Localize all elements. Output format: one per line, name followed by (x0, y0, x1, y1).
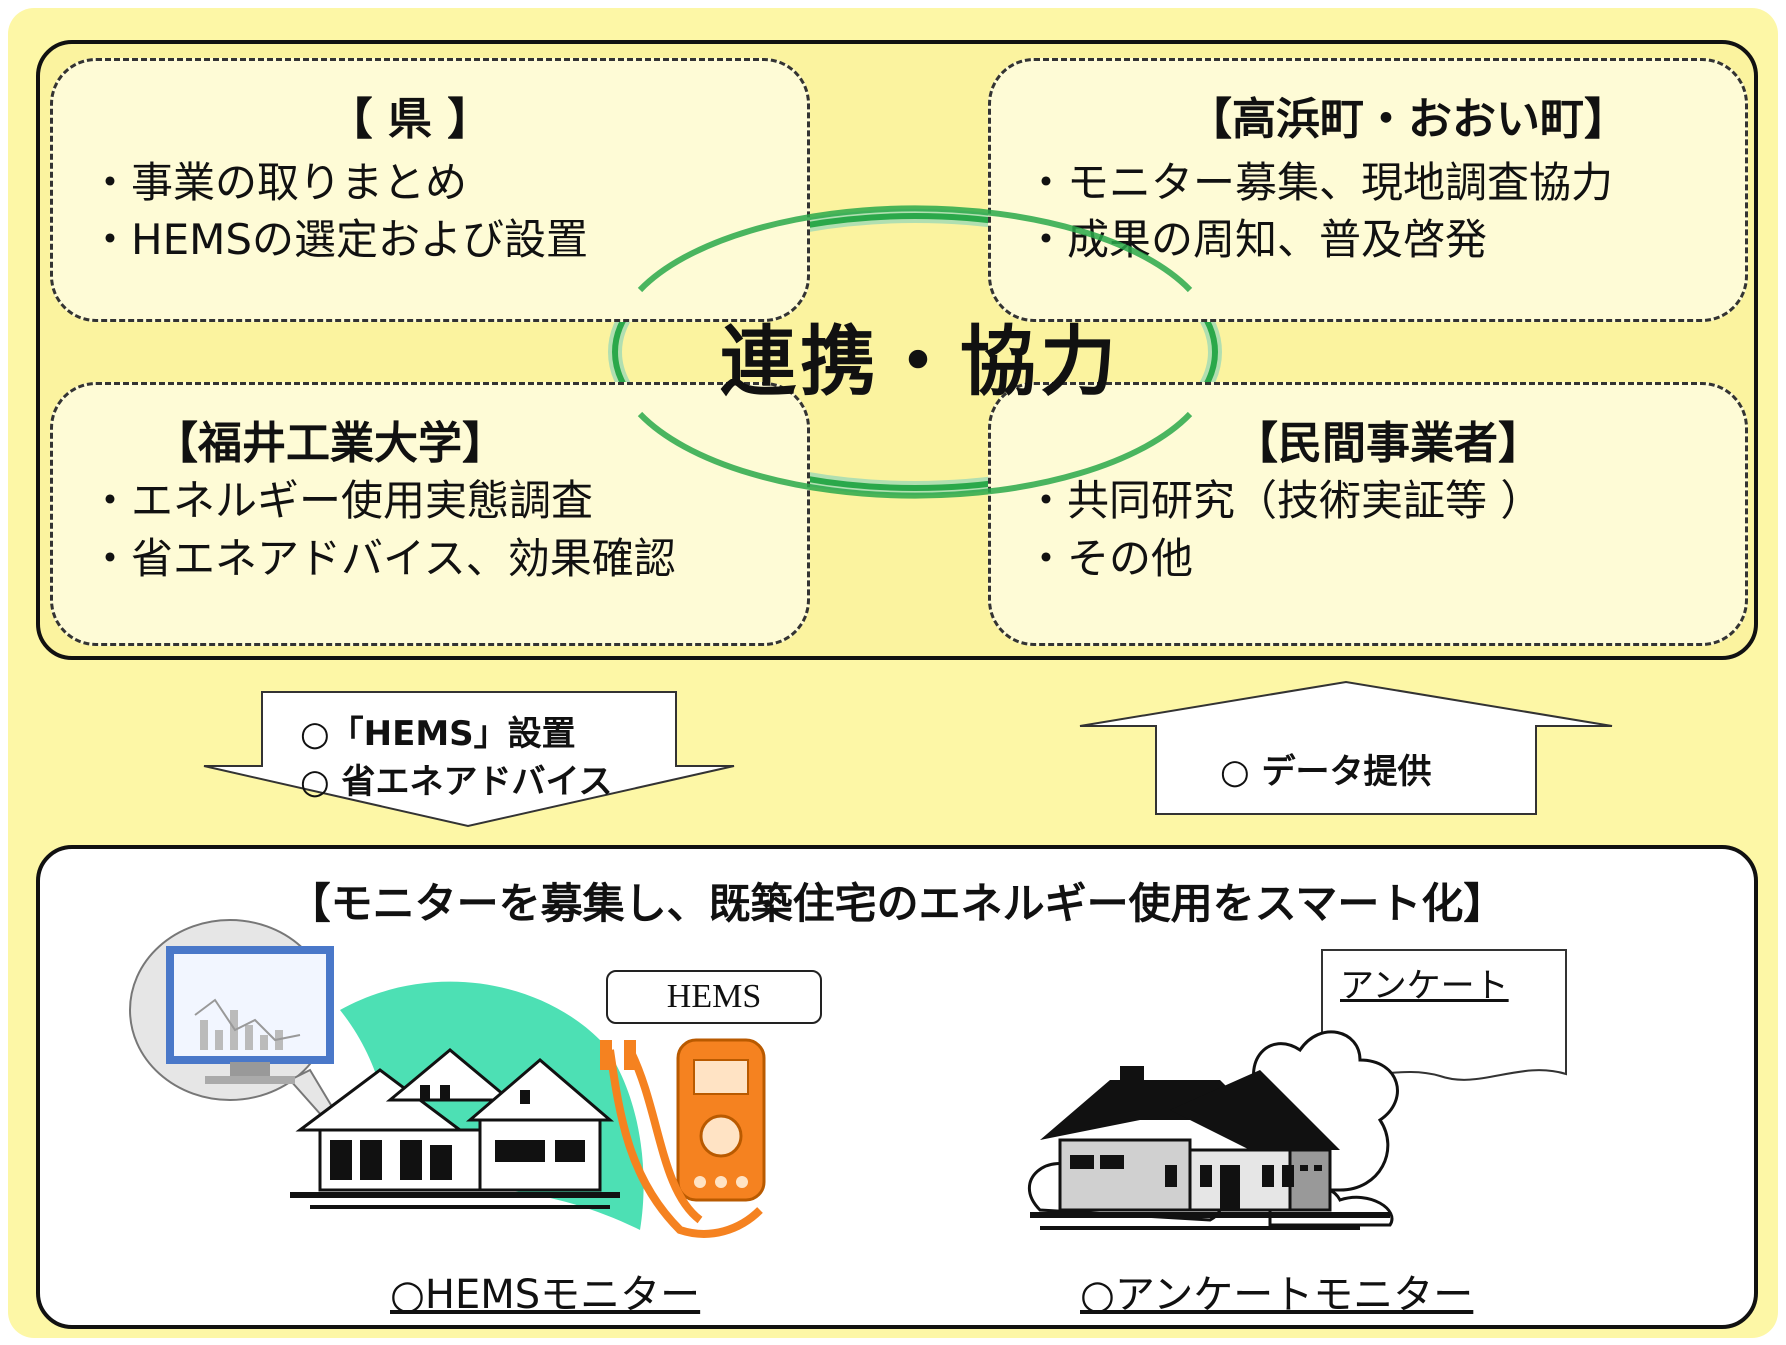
survey-tag: アンケート (1340, 968, 1509, 1005)
hems-monitor-caption: ○HEMSモニター (390, 1272, 701, 1318)
monitor-panel-title: 【モニターを募集し、既築住宅のエネルギー使用をスマート化】 (288, 879, 1506, 928)
up-arrow-label: ○ データ提供 (1220, 752, 1432, 792)
prefecture-title: 【 県 】 (328, 94, 492, 145)
down-arrow-line-2: ○ 省エネアドバイス (300, 762, 613, 802)
university-item-2: ・省エネアドバイス、効果確認 (89, 534, 676, 583)
prefecture-item-1: ・事業の取りまとめ (89, 158, 468, 207)
prefecture-item-2: ・HEMSの選定および設置 (89, 215, 589, 264)
towns-title: 【高浜町・おおい町】 (1188, 94, 1628, 145)
survey-monitor-caption: ○アンケートモニター (1080, 1272, 1474, 1318)
private-box: 【民間事業者】 ・共同研究（技術実証等 ） ・その他 (988, 382, 1748, 646)
down-arrow (203, 691, 735, 828)
hems-tag: HEMS (606, 970, 822, 1024)
collaboration-label: 連携・協力 (720, 317, 1120, 406)
private-title: 【民間事業者】 (1234, 418, 1542, 469)
up-arrow (1079, 680, 1613, 815)
monitor-panel (36, 845, 1758, 1329)
multimeter-icon (600, 1038, 766, 1238)
university-title: 【福井工業大学】 (154, 418, 506, 469)
university-item-1: ・エネルギー使用実態調査 (89, 476, 594, 525)
towns-item-1: ・モニター募集、現地調査協力 (1025, 158, 1614, 207)
down-arrow-line-1: ○「HEMS」設置 (300, 714, 576, 754)
private-item-2: ・その他 (1025, 534, 1194, 583)
